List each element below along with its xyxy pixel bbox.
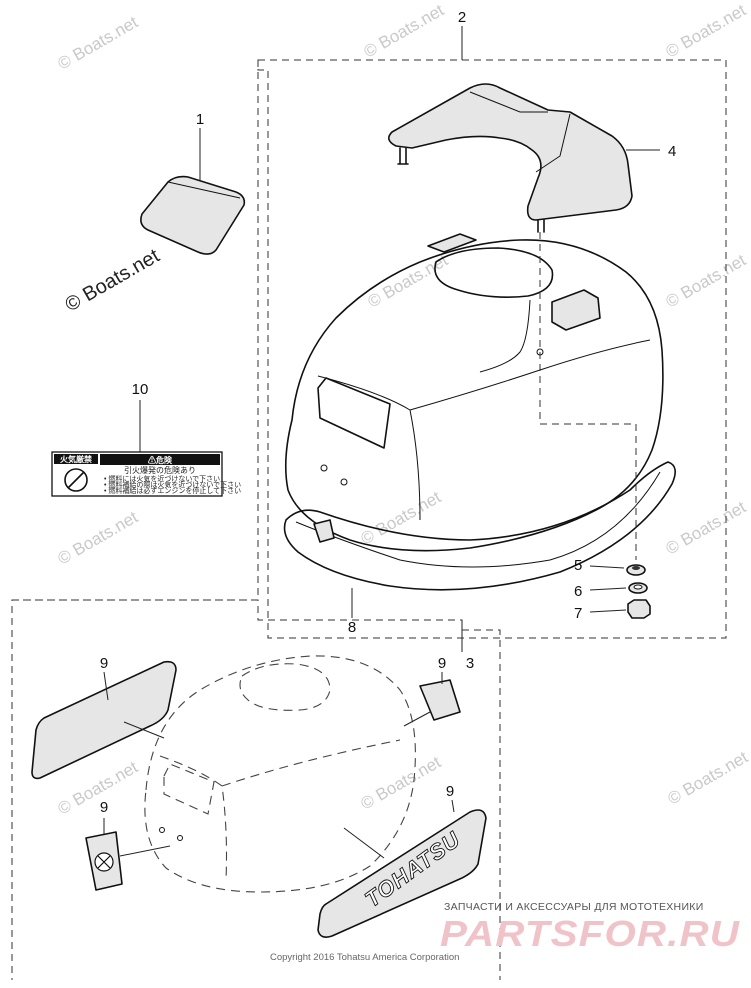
part-9-decal-small <box>403 672 461 727</box>
cover-screw-2 <box>340 478 348 486</box>
ghost-cover-body <box>144 655 416 893</box>
watermark: © Boats.net <box>665 747 751 808</box>
footer-copyright: Copyright 2016 Tohatsu America Corporati… <box>270 952 459 963</box>
cover-crease-3 <box>479 299 531 373</box>
label-right-header <box>100 454 220 465</box>
watermark: © Boats.net <box>663 0 750 61</box>
decal-left-shape <box>31 660 177 780</box>
footer-brand-logo: PARTSFOR.RU <box>440 913 740 954</box>
part-9-decal-left <box>31 660 177 780</box>
callout-5: 5 <box>574 557 582 574</box>
part-5-grommet <box>589 564 646 576</box>
group-boundaries <box>11 26 727 980</box>
emblem-icon-mark <box>97 855 111 869</box>
label-line-2: • 燃料補給の際は火気を近づけないで下さい <box>104 480 241 489</box>
ghost-crease <box>159 755 228 881</box>
no-fire-icon-slash <box>67 471 85 489</box>
cover-top-hole <box>434 247 554 298</box>
cover-tab-top <box>427 233 477 253</box>
label-line-3: • 燃料補給は必ずエンジンを停止して下さい <box>104 486 241 495</box>
callout-8: 8 <box>348 619 356 636</box>
watermark: © Boats.net <box>663 497 750 558</box>
watermark: © Boats.net <box>358 487 445 548</box>
watermark: © Boats.net <box>55 507 142 568</box>
watermark: © Boats.net <box>365 250 452 311</box>
label-left-title: 火気厳禁 <box>60 454 92 464</box>
leader-9c-2 <box>119 845 171 857</box>
no-fire-icon <box>64 468 88 492</box>
footer: ЗАПЧАСТИ И АКСЕССУАРЫ ДЛЯ МОТОТЕХНИКИ PA… <box>270 901 740 963</box>
handle-stud <box>397 147 409 165</box>
label-left-header <box>54 454 98 464</box>
label-subtitle: 引火爆発の危険あり <box>124 465 196 475</box>
leader-9a <box>103 671 109 701</box>
callout-1: 1 <box>196 111 204 128</box>
watermark: © Boats.net <box>361 0 448 61</box>
callout-3: 3 <box>466 655 474 672</box>
group-3-ghost-cover <box>144 655 416 893</box>
part-4-handle <box>388 83 660 233</box>
leader-5 <box>589 565 625 569</box>
pad-top-edge <box>167 181 241 199</box>
ghost-screw-1 <box>159 827 165 833</box>
grommet-hole <box>632 566 640 570</box>
ghost-cover-window <box>163 763 215 815</box>
part-7-nut <box>589 599 651 619</box>
footer-promo: ЗАПЧАСТИ И АКСЕССУАРЫ ДЛЯ МОТОТЕХНИКИ <box>444 901 704 913</box>
callout-6: 6 <box>574 583 582 600</box>
part-9-decal-emblem <box>85 818 171 891</box>
leader-9d-2 <box>343 827 385 859</box>
part-10-warning-label: 火気厳禁 ⚠危険 引火爆発の危険あり • 燃料には火気を近づけないで下さい • … <box>51 400 241 497</box>
watermark-dark: © Boats.net <box>62 245 164 317</box>
cover-crease-2 <box>409 339 651 411</box>
cover-screw-1 <box>320 464 328 472</box>
seal-tab <box>313 519 335 543</box>
nut <box>627 599 651 619</box>
decal-small-shape <box>419 679 461 721</box>
stud-leader <box>539 232 637 560</box>
watermark: © Boats.net <box>358 752 445 813</box>
leader-9b-2 <box>403 711 431 727</box>
handle-stud-2 <box>537 219 545 233</box>
label-line-1: • 燃料には火気を近づけないで下さい <box>104 474 220 483</box>
cover-window <box>317 377 391 449</box>
ghost-crease-2 <box>221 739 401 787</box>
handle-shape <box>388 83 633 221</box>
ghost-screw-2 <box>177 835 183 841</box>
decal-tohatsu-shape <box>317 809 487 938</box>
handle-ridge-2 <box>535 113 571 173</box>
cover-body <box>284 239 664 552</box>
washer-hole <box>633 584 643 590</box>
callout-9-left: 9 <box>100 655 108 672</box>
callout-10: 10 <box>132 381 149 398</box>
leader-6 <box>589 587 627 591</box>
cover-crease-1 <box>317 375 421 521</box>
ghost-cover-top <box>239 663 331 711</box>
seal-outer <box>283 461 676 591</box>
callout-4: 4 <box>668 143 676 160</box>
callouts: 1 2 3 4 5 6 7 8 9 9 9 9 10 <box>100 9 677 816</box>
seal-inner <box>295 471 661 568</box>
watermark: © Boats.net <box>55 757 142 818</box>
callout-9-small: 9 <box>438 655 446 672</box>
callout-9-tohatsu: 9 <box>446 783 454 800</box>
group-2-boundary <box>257 59 727 639</box>
watermark: © Boats.net <box>55 12 142 73</box>
leader-7 <box>589 609 627 613</box>
handle-ridge <box>469 91 548 113</box>
leader-9a-2 <box>123 721 165 739</box>
watermark: © Boats.net <box>663 250 750 311</box>
pad-shape <box>140 175 246 255</box>
callout-2: 2 <box>458 9 466 26</box>
part-1-pad <box>140 128 246 255</box>
leader-9d <box>451 799 455 813</box>
label-right-title: ⚠危険 <box>148 455 173 465</box>
part-8-seal <box>283 461 676 618</box>
callout-9-emblem: 9 <box>100 799 108 816</box>
part-6-washer <box>589 582 648 594</box>
callout-7: 7 <box>574 605 582 622</box>
cover-tab-side <box>551 289 601 331</box>
